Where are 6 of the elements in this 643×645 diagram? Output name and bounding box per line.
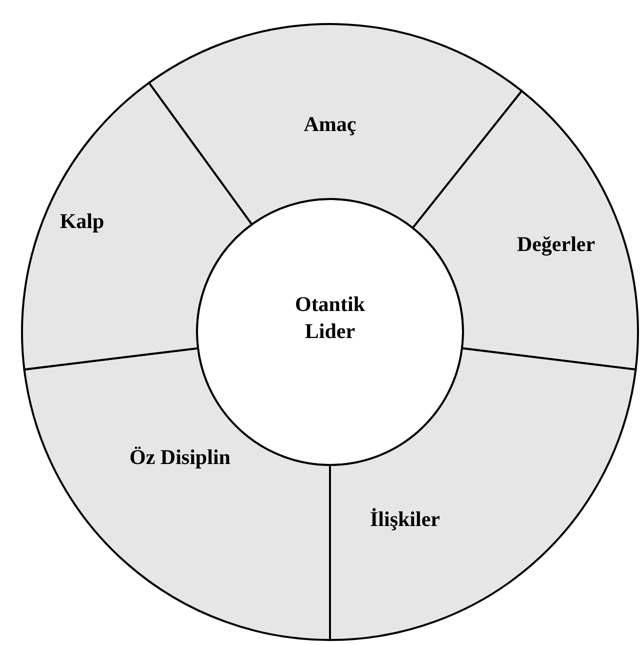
segment-label: Kalp	[60, 208, 104, 236]
segment-label: Değerler	[516, 231, 596, 258]
center-label: Otantik Lider	[294, 290, 366, 345]
segment-label: Amaç	[304, 111, 356, 138]
segment-label: Öz Disiplin	[130, 444, 230, 472]
segment-label: İlişkiler	[370, 506, 440, 534]
